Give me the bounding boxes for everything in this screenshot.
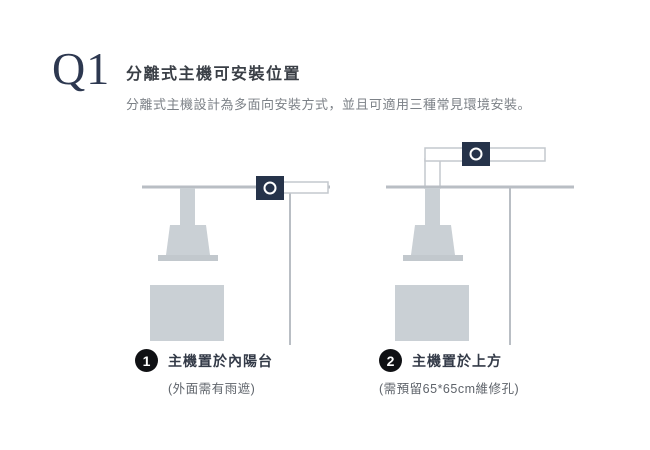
page-title: 分離式主機可安裝位置: [126, 66, 302, 83]
step-1-caption-block: 1 主機置於內陽台 (外面需有雨遮): [135, 349, 273, 397]
duct-pipe: [279, 181, 329, 194]
stove-icon: [150, 285, 224, 341]
main-unit-icon: [462, 142, 490, 166]
riser-pipe: [424, 158, 441, 189]
main-unit-icon: [256, 176, 284, 200]
hood-duct: [425, 188, 440, 225]
step-caption: 主機置於上方: [412, 352, 502, 369]
step-note: (外面需有雨遮): [168, 382, 256, 396]
hood-duct: [180, 188, 195, 225]
step-number-badge: 2: [379, 349, 402, 372]
diagram-unit-on-balcony: [142, 176, 330, 345]
step-number-badge: 1: [135, 349, 158, 372]
step-caption: 主機置於內陽台: [168, 352, 273, 369]
question-number-label: Q1: [52, 43, 111, 94]
stove-icon: [395, 285, 469, 341]
range-hood-icon: [403, 225, 463, 261]
page-subtitle: 分離式主機設計為多面向安裝方式，並且可適用三種常見環境安裝。: [126, 97, 532, 112]
range-hood-icon: [158, 225, 218, 261]
diagram-unit-above-ceiling: [386, 142, 574, 345]
step-note: (需預留65*65cm維修孔): [379, 382, 520, 396]
step-2-caption-block: 2 主機置於上方 (需預留65*65cm維修孔): [379, 349, 519, 397]
